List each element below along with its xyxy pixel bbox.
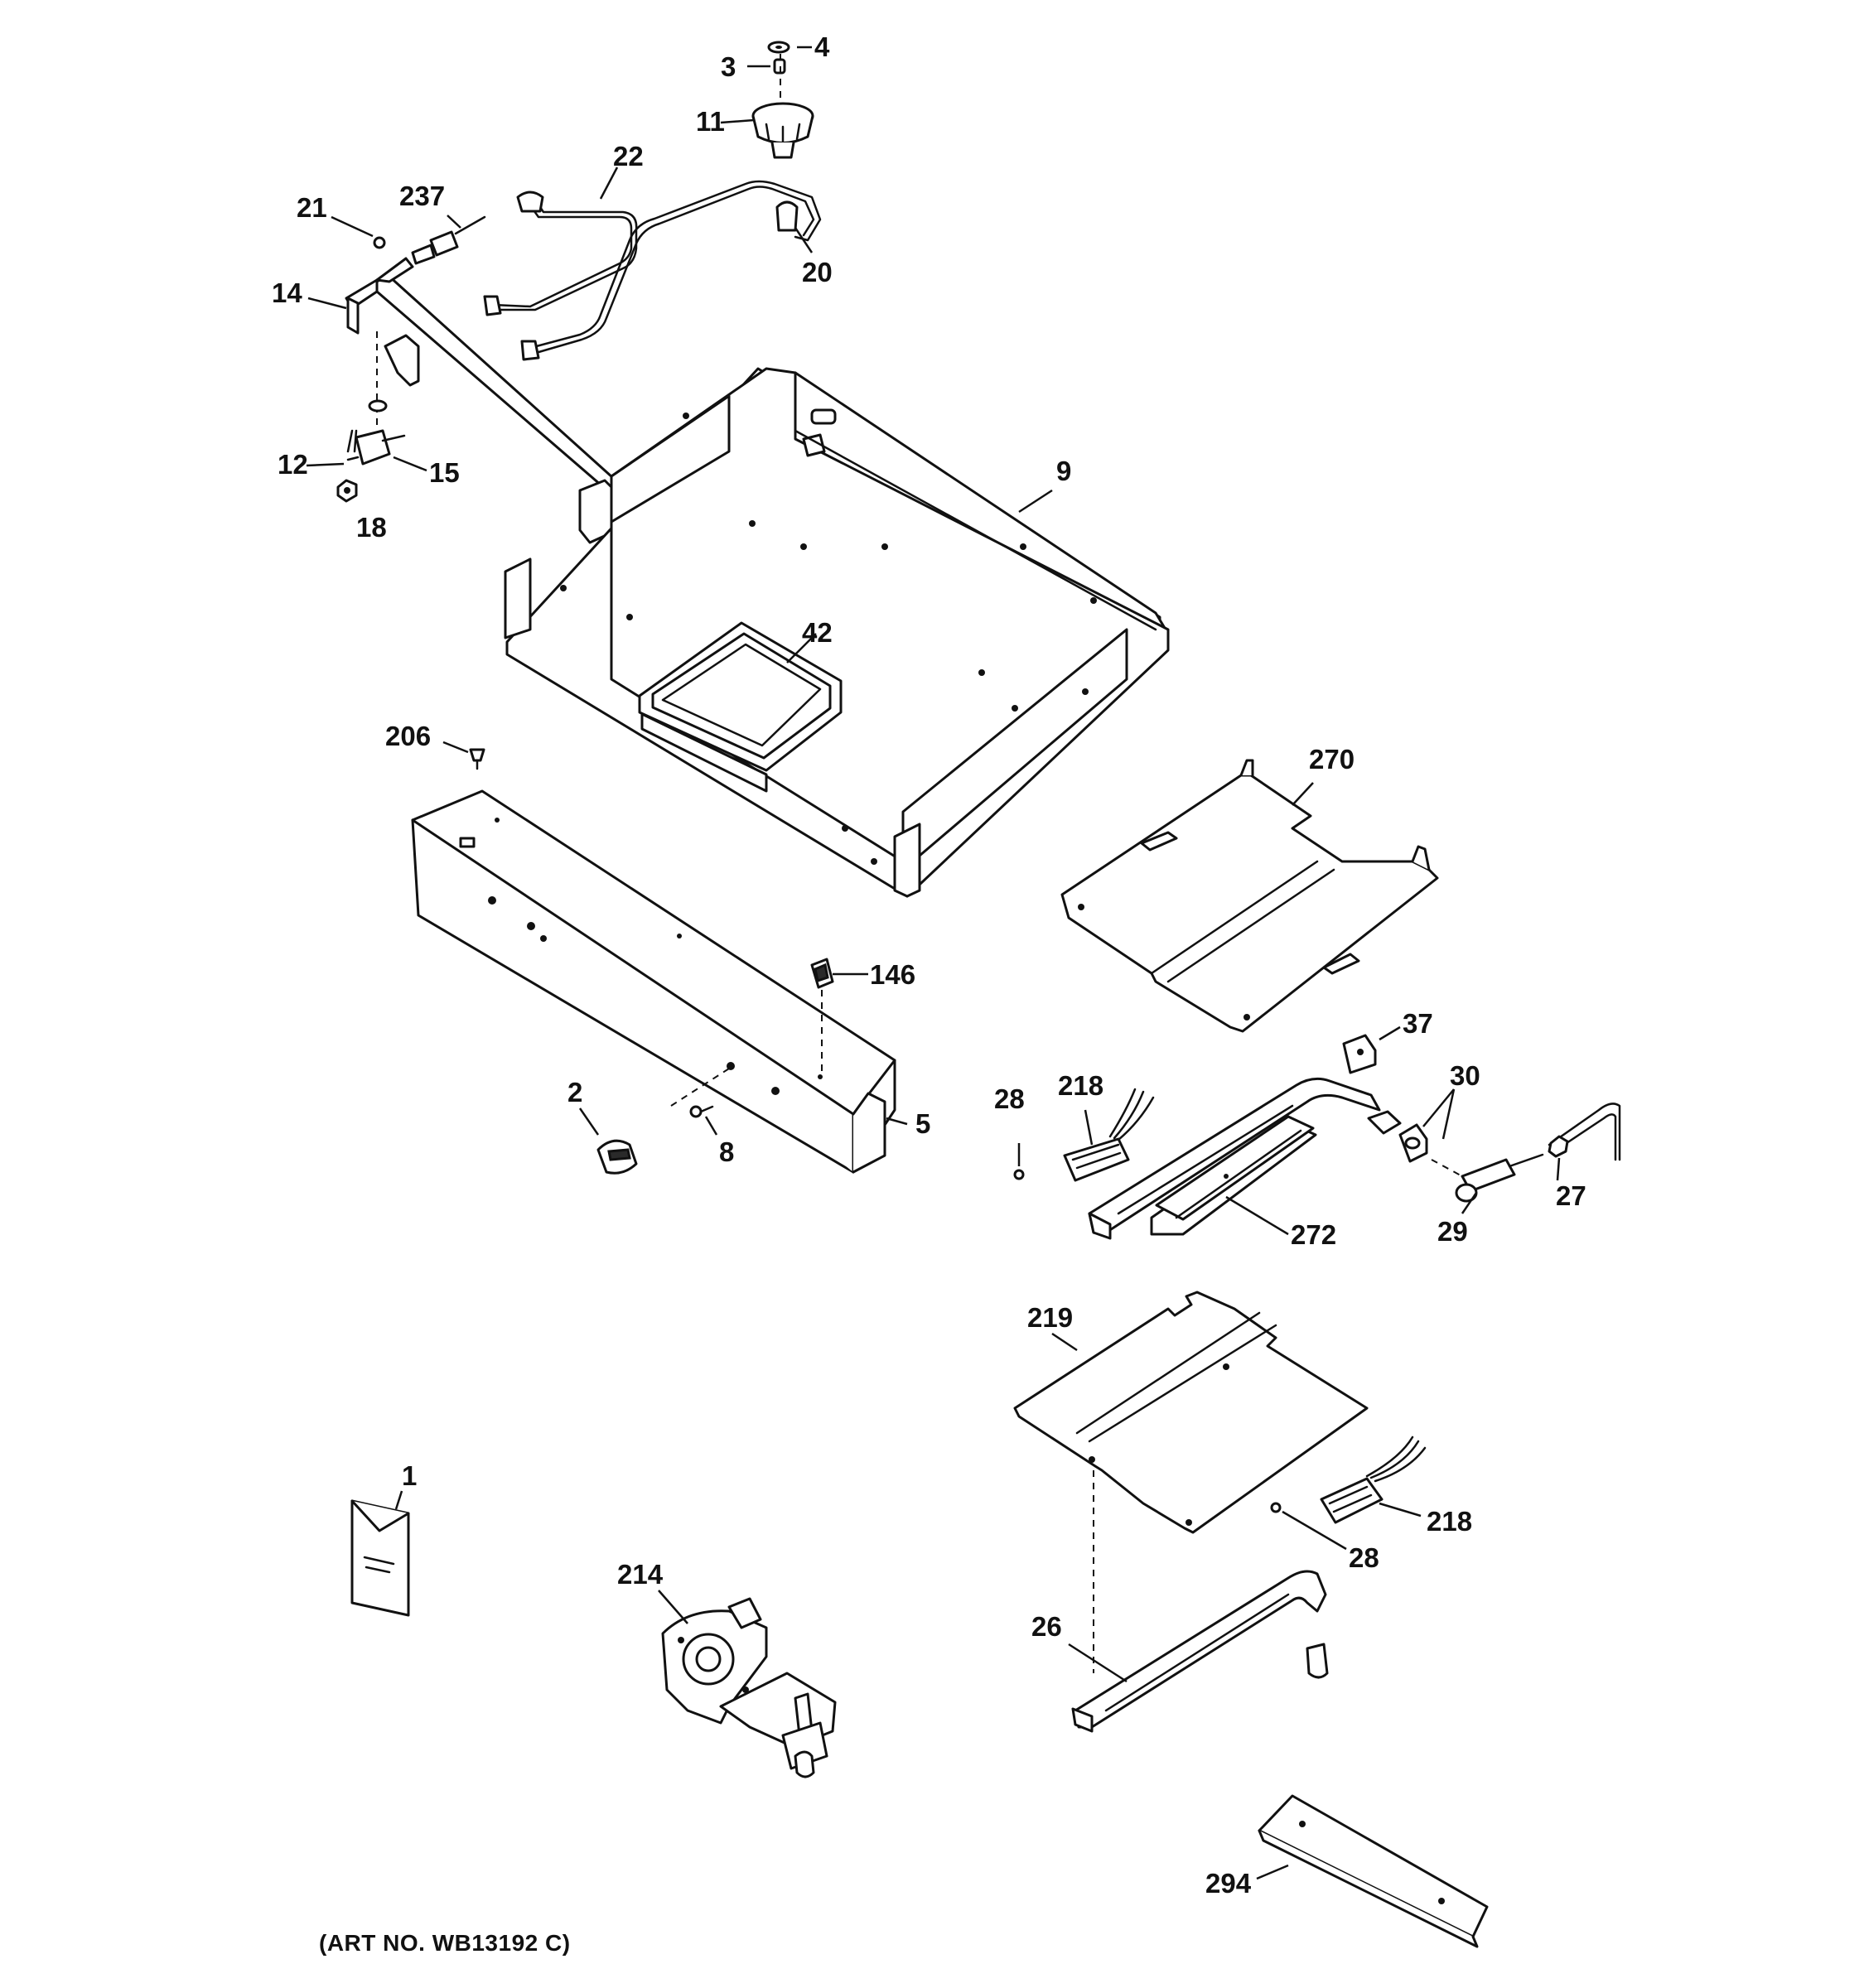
callout-270: 270 — [1309, 744, 1355, 774]
callout-206: 206 — [385, 721, 431, 751]
callout-294: 294 — [1205, 1868, 1252, 1899]
callout-30: 30 — [1450, 1060, 1480, 1091]
art-number: (ART NO. WB13192 C) — [319, 1930, 571, 1956]
part-237-fitting — [411, 215, 486, 265]
part-11-burner-head — [751, 102, 814, 159]
callout-12: 12 — [278, 449, 308, 480]
part-37-bracket — [1342, 1034, 1377, 1074]
part-219-heat-shield — [1013, 1291, 1369, 1534]
callout-5: 5 — [915, 1108, 930, 1139]
part-214-oven-valve — [661, 1597, 837, 1778]
callout-1: 1 — [402, 1460, 417, 1491]
part-22-burner-tubes — [483, 180, 822, 361]
part-1-literature-envelope — [350, 1499, 410, 1617]
part-5-manifold-panel — [411, 789, 896, 1174]
callout-218-lower: 218 — [1427, 1506, 1472, 1537]
part-14-manifold-pipe — [345, 257, 681, 555]
callout-20: 20 — [802, 257, 833, 287]
part-30-bracket — [1367, 1110, 1428, 1163]
callout-26: 26 — [1031, 1611, 1062, 1642]
part-4-washer — [767, 41, 790, 54]
callout-27: 27 — [1556, 1180, 1586, 1211]
part-15-valve — [346, 429, 406, 466]
callout-11: 11 — [696, 106, 725, 137]
callout-272: 272 — [1291, 1219, 1336, 1250]
part-8-screw — [689, 1105, 714, 1118]
callout-29: 29 — [1437, 1216, 1468, 1247]
callout-21: 21 — [297, 192, 327, 223]
callout-42: 42 — [802, 617, 833, 648]
callout-218-upper: 218 — [1058, 1070, 1103, 1101]
part-18-nut — [336, 479, 358, 503]
part-28-clip-lower — [1270, 1502, 1282, 1513]
part-small-washer — [368, 399, 388, 413]
callout-3: 3 — [721, 51, 736, 82]
callout-22: 22 — [613, 141, 644, 171]
leader-lines — [306, 46, 1561, 1880]
part-218-igniter-upper — [1063, 1088, 1155, 1182]
callout-2: 2 — [567, 1077, 582, 1107]
part-12-pilot — [346, 429, 358, 453]
part-oven-burner-tube — [1088, 1077, 1381, 1240]
callout-14: 14 — [272, 277, 302, 308]
callout-labels: 4 3 11 22 237 21 14 20 12 15 18 9 42 206… — [272, 31, 1586, 1899]
part-27-tube — [1548, 1103, 1621, 1161]
callout-214: 214 — [617, 1559, 664, 1590]
callout-237: 237 — [399, 181, 445, 211]
callout-37: 37 — [1403, 1008, 1433, 1039]
part-2-knob — [596, 1139, 638, 1175]
callout-18: 18 — [356, 512, 387, 543]
part-21-screw — [373, 236, 386, 249]
part-29-pilot — [1455, 1153, 1544, 1203]
part-294-angle-bracket — [1258, 1794, 1489, 1948]
part-206-screw — [469, 748, 485, 770]
part-9-burner-box — [504, 367, 1170, 898]
callout-28-lower: 28 — [1349, 1542, 1379, 1573]
callout-219: 219 — [1027, 1302, 1073, 1333]
callout-15: 15 — [429, 457, 460, 488]
callout-9: 9 — [1056, 456, 1071, 486]
callout-8: 8 — [719, 1136, 734, 1167]
callout-28-upper: 28 — [994, 1083, 1025, 1114]
part-28-clip-upper — [1013, 1169, 1025, 1180]
part-270-heat-shield — [1060, 759, 1439, 1033]
callout-4: 4 — [814, 31, 830, 62]
callout-146: 146 — [870, 959, 915, 990]
part-272-flame-spreader — [1150, 1115, 1317, 1236]
part-26-broil-burner — [1071, 1570, 1329, 1733]
part-146-clip — [810, 958, 834, 989]
part-218-igniter-lower — [1320, 1436, 1427, 1524]
